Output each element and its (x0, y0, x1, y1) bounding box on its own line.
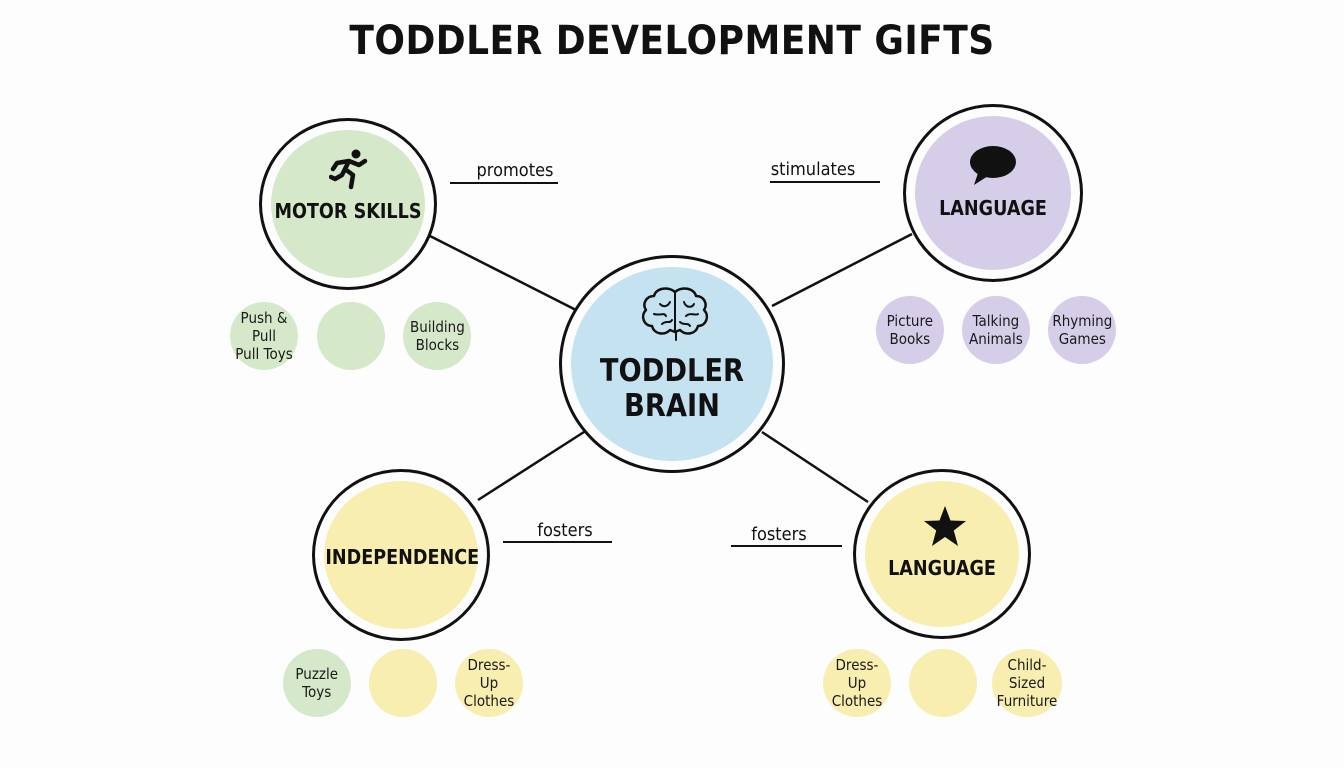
running-person-icon (329, 149, 368, 190)
gift-label: Rhyming Games (1052, 312, 1112, 348)
node-label-language: LANGUAGE (939, 196, 1047, 220)
gift-label: Puzzle Toys (295, 665, 339, 701)
gift-label: Picture Books (886, 312, 934, 348)
node-label-independence: INDEPENDENCE (325, 545, 480, 569)
gift-label: Dress-Up Clothes (463, 656, 515, 710)
gift-empty (317, 302, 385, 370)
node-independence: INDEPENDENCE (312, 469, 490, 641)
edge-label-fosters-left: fosters (537, 520, 593, 541)
center-label-line1: TODDLER (599, 353, 745, 389)
gift-label: Push & Pull Pull Toys (235, 309, 293, 363)
gift-picture-books: Picture Books (876, 296, 944, 364)
gift-dress-up-clothes: Dress-Up Clothes (455, 649, 523, 717)
gift-building-blocks: Building Blocks (403, 302, 471, 370)
connector-language (771, 232, 913, 308)
gift-empty (909, 649, 977, 717)
speech-bubble-icon (970, 146, 1016, 185)
node-language-2: LANGUAGE (853, 469, 1031, 639)
gift-puzzle-toys: Puzzle Toys (283, 649, 351, 717)
gift-label: Dress-Up Clothes (831, 656, 883, 710)
connector-motor (429, 234, 577, 312)
connector-language2 (761, 430, 869, 504)
diagram-title: TODDLER DEVELOPMENT GIFTS (349, 18, 995, 64)
gift-empty (369, 649, 437, 717)
star-icon (924, 506, 966, 546)
gift-child-sized-furniture: Child-Sized Furniture (992, 649, 1062, 717)
gift-label: Talking Animals (969, 312, 1023, 348)
gift-rhyming-games: Rhyming Games (1048, 296, 1116, 364)
center-node-toddler-brain: TODDLER BRAIN (559, 255, 785, 473)
gift-push-pull-toys: Push & Pull Pull Toys (230, 302, 298, 370)
gift-dress-up-clothes: Dress-Up Clothes (823, 649, 891, 717)
gift-label: Building Blocks (409, 318, 465, 354)
center-label-line2: BRAIN (624, 388, 720, 424)
edge-label-promotes: promotes (476, 160, 554, 181)
gift-label: Child-Sized Furniture (996, 656, 1058, 710)
edge-label-fosters-right: fosters (751, 524, 807, 545)
node-label-language-2: LANGUAGE (888, 556, 996, 580)
connector-independence (477, 430, 585, 502)
gift-talking-animals: Talking Animals (962, 296, 1030, 364)
brain-icon (641, 287, 709, 341)
node-language: LANGUAGE (903, 104, 1083, 282)
node-motor-skills: MOTOR SKILLS (259, 118, 437, 290)
node-label-motor-skills: MOTOR SKILLS (274, 199, 422, 223)
edge-label-stimulates: stimulates (770, 159, 856, 180)
